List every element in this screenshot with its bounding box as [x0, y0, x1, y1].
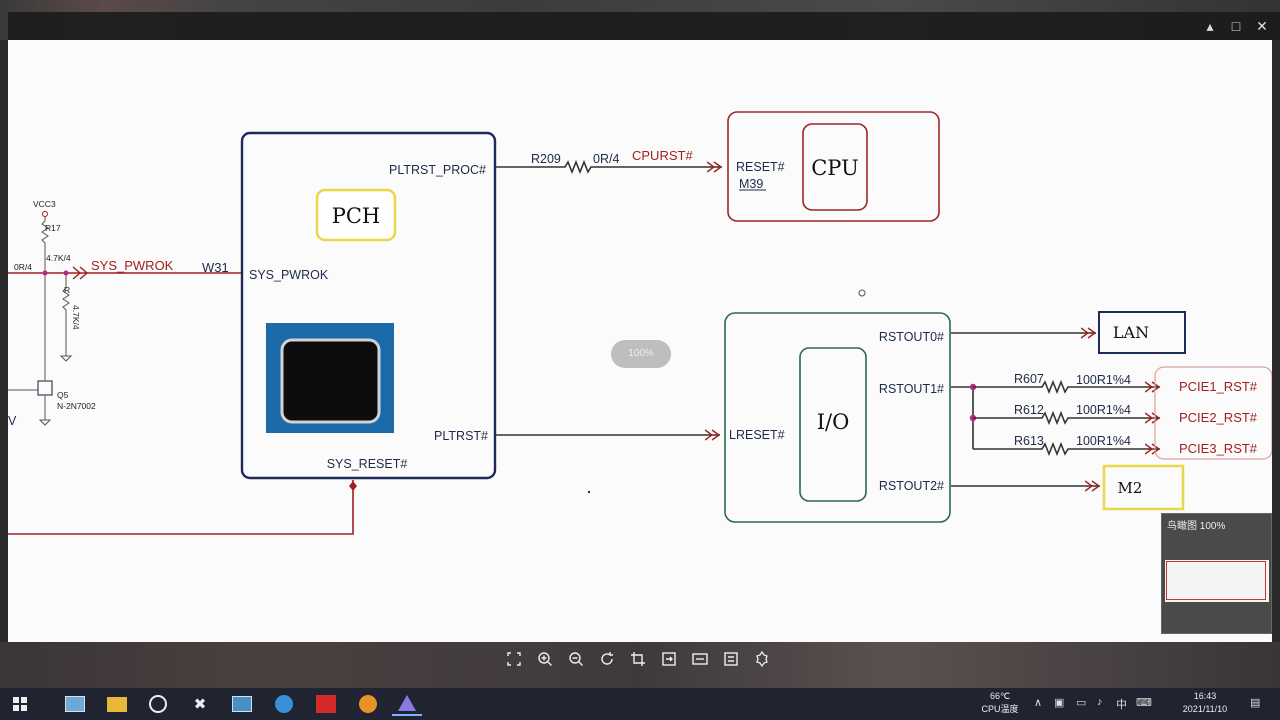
pch-title: PCH: [332, 204, 381, 228]
volume-icon[interactable]: ♪: [1097, 696, 1103, 708]
net-cpurst: CPURST#: [632, 148, 693, 163]
cpu-temperature-value: 66℃: [989, 691, 1011, 701]
photo-viewer-icon[interactable]: [227, 692, 257, 716]
notification-icon[interactable]: ▤: [1250, 697, 1261, 709]
r613-value: 100R1%4: [1076, 434, 1131, 448]
vcc3-label: VCC3: [33, 199, 56, 209]
net-pcie1-rst: PCIE1_RST#: [1179, 379, 1258, 394]
tray-app-icon[interactable]: ▣: [1054, 697, 1065, 709]
io-rstout1-pin: RSTOUT1#: [879, 382, 944, 396]
image-app-icon[interactable]: [60, 692, 90, 716]
net-pcie3-rst: PCIE3_RST#: [1179, 441, 1258, 456]
navigator-viewport-frame[interactable]: [1166, 561, 1266, 600]
r17-value: 4.7K/4: [46, 253, 71, 263]
r17-ref: R17: [45, 223, 61, 233]
active-app-icon[interactable]: [392, 692, 422, 716]
zoom-in-icon[interactable]: [531, 645, 558, 672]
net-sys-pwrok: SYS_PWROK: [91, 258, 174, 273]
ime-indicator[interactable]: 中: [1116, 699, 1127, 711]
r613-ref: R613: [1014, 434, 1044, 448]
r607-ref: R607: [1014, 372, 1044, 386]
pch-label-box: [315, 188, 397, 242]
pin-sys-reset: SYS_RESET#: [327, 457, 408, 471]
io-block: [724, 312, 951, 523]
lan-box: [1098, 311, 1186, 354]
tray-arrow-icon[interactable]: ∧: [1034, 697, 1043, 709]
orange-app-icon[interactable]: [353, 692, 383, 716]
viewer-toolbar: [500, 645, 790, 675]
r-small-ref: R: [64, 285, 70, 295]
r-left-value: 0R/4: [14, 262, 32, 272]
r612-ref: R612: [1014, 403, 1044, 417]
close-icon[interactable]: ✕: [1256, 18, 1268, 34]
pin-sys-pwrok: SYS_PWROK: [249, 268, 329, 282]
zoom-out-icon[interactable]: [562, 645, 589, 672]
r612-value: 100R1%4: [1076, 403, 1131, 417]
m2-label: M2: [1118, 479, 1143, 497]
settings-icon[interactable]: [748, 645, 775, 672]
io-rstout0-pin: RSTOUT0#: [879, 330, 944, 344]
viewer-title-bar: [8, 12, 1280, 40]
pcie1-reset-line: [973, 379, 1160, 395]
cpu-temperature: 66℃ CPU温度: [972, 690, 1028, 716]
r-small-value: 4.7K/4: [71, 305, 81, 330]
pin-pltrst-proc: PLTRST_PROC#: [389, 163, 486, 177]
net-pcie2-rst: PCIE2_RST#: [1179, 410, 1258, 425]
pcie2-reset-line: [973, 410, 1160, 426]
cpu-label-box: [802, 123, 868, 211]
navigator-title: 鸟瞰图 100%: [1167, 521, 1226, 532]
io-title: I/O: [817, 410, 850, 434]
m2-box: [1102, 464, 1185, 511]
cpu-ball-m39: M39: [739, 177, 763, 191]
export-icon[interactable]: [655, 645, 682, 672]
pcie3-reset-line: [973, 441, 1160, 457]
dev-tool-icon[interactable]: ✖: [193, 696, 207, 713]
navigator-thumbnail[interactable]: [1165, 560, 1269, 602]
keyboard-icon[interactable]: ⌨: [1136, 697, 1152, 709]
q5-part: N-2N7002: [57, 401, 96, 411]
r209-value: 0R/4: [593, 152, 619, 166]
rotate-icon[interactable]: [593, 645, 620, 672]
cpu-title: CPU: [811, 156, 859, 180]
windows-taskbar: ✖ 66℃ CPU温度 ∧ ▣ ▭ ♪ 中 ⌨ 16:43 2021/11/10…: [0, 688, 1280, 720]
pin-pltrst: PLTRST#: [434, 429, 488, 443]
maximize-icon[interactable]: □: [1231, 18, 1241, 34]
crop-icon[interactable]: [624, 645, 651, 672]
wps-icon[interactable]: [311, 692, 341, 716]
io-label-box: [799, 347, 867, 502]
zoom-indicator: 100%: [611, 340, 671, 368]
windows-start-icon[interactable]: [5, 692, 35, 716]
network-icon[interactable]: ▭: [1076, 697, 1087, 709]
cpurst-net-line: [496, 159, 722, 175]
lan-label: LAN: [1113, 323, 1149, 342]
system-clock[interactable]: 16:43 2021/11/10: [1170, 690, 1240, 716]
edge-v-label: V: [8, 414, 17, 428]
pin-icon[interactable]: ▴: [1206, 18, 1214, 34]
clock-time: 16:43: [1193, 691, 1217, 701]
ocr-icon[interactable]: [717, 645, 744, 672]
q5-ref: Q5: [57, 390, 69, 400]
pcie-reset-group: [1154, 366, 1272, 460]
pch-block: [240, 131, 497, 480]
sys-reset-line: [8, 480, 354, 535]
schematic-diagram: PCH PLTRST_PROC# SYS_PWROK PLTRST# SYS_R…: [8, 111, 1272, 535]
cpu-reset-pin: RESET#: [736, 160, 785, 174]
cpu-block: [727, 111, 940, 222]
media-app-icon[interactable]: [143, 692, 173, 716]
ball-w31: W31: [202, 260, 229, 275]
fit-icon[interactable]: [500, 645, 527, 672]
compare-icon[interactable]: [686, 645, 713, 672]
r607-value: 100R1%4: [1076, 373, 1131, 387]
file-explorer-icon[interactable]: [102, 692, 132, 716]
navigator-panel[interactable]: 鸟瞰图 100%: [1161, 513, 1272, 634]
image-canvas[interactable]: PCH PLTRST_PROC# SYS_PWROK PLTRST# SYS_R…: [8, 40, 1272, 642]
io-rstout2-pin: RSTOUT2#: [879, 479, 944, 493]
clock-date: 2021/11/10: [1182, 704, 1228, 714]
browser-icon[interactable]: [269, 692, 299, 716]
r209-ref: R209: [531, 152, 561, 166]
cpu-temperature-label: CPU温度: [981, 704, 1019, 714]
io-lreset-pin: LRESET#: [729, 428, 785, 442]
background-photo-bottom: [0, 642, 1280, 688]
pch-die: [280, 338, 381, 424]
